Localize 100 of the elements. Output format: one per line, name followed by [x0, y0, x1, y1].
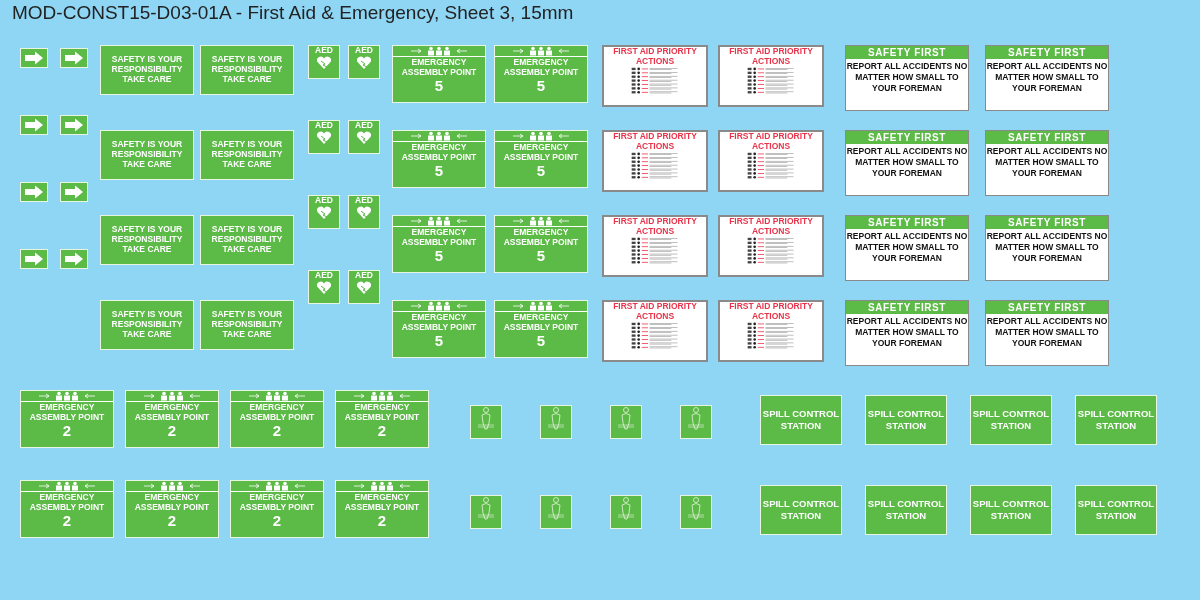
shower-sign — [680, 495, 712, 529]
aed-sign — [308, 195, 340, 229]
assembly-point-number: 2 — [272, 422, 282, 438]
first-aid-board — [602, 45, 708, 107]
assembly-point-sign — [494, 215, 588, 273]
sign-heading: SAFETY FIRST — [846, 46, 968, 59]
assembly-point-number: 5 — [434, 77, 444, 93]
safety-sign — [200, 130, 294, 180]
aed-sign — [308, 45, 340, 79]
safety-sign — [200, 45, 294, 95]
sign-text: EMERGENCY ASSEMBLY POINT — [393, 56, 485, 78]
board-heading: FIRST AID PRIORITY ACTIONS — [728, 302, 814, 322]
shower-sign — [610, 495, 642, 529]
sign-heading: AED — [315, 271, 333, 281]
assembly-point-sign — [392, 45, 486, 103]
sign-text: SAFETY IS YOUR RESPONSIBILITY TAKE CARE — [210, 140, 284, 170]
assembly-point-number: 2 — [167, 422, 177, 438]
shower-sign — [470, 405, 502, 439]
sign-text: SPILL CONTROL STATION — [761, 497, 841, 523]
safety-sign — [100, 215, 194, 265]
spill-station-sign — [760, 485, 842, 535]
sign-text: SPILL CONTROL STATION — [761, 407, 841, 433]
assembly-point-sign — [20, 480, 114, 538]
sign-text: EMERGENCY ASSEMBLY POINT — [495, 56, 587, 78]
assembly-point-number: 5 — [434, 247, 444, 263]
assembly-point-number: 2 — [377, 422, 387, 438]
safety-first-sign — [845, 130, 969, 196]
sign-heading: AED — [355, 271, 373, 281]
board-heading: FIRST AID PRIORITY ACTIONS — [728, 47, 814, 67]
safety-first-sign — [845, 45, 969, 111]
assembly-point-number: 5 — [434, 332, 444, 348]
safety-first-sign — [845, 215, 969, 281]
aed-sign — [348, 195, 380, 229]
sign-text: REPORT ALL ACCIDENTS NO MATTER HOW SMALL TO YOUR FOREMAN — [986, 61, 1108, 95]
sheet-title: MOD-CONST15-D03-01A - First Aid & Emergency, Sheet 3, 15mm — [12, 2, 574, 24]
aed-sign — [348, 270, 380, 304]
safety-first-sign — [985, 215, 1109, 281]
board-heading: FIRST AID PRIORITY ACTIONS — [612, 47, 698, 67]
assembly-point-sign — [230, 390, 324, 448]
sign-text: SAFETY IS YOUR RESPONSIBILITY TAKE CARE — [110, 140, 184, 170]
assembly-point-number: 2 — [272, 512, 282, 528]
assembly-point-sign — [392, 215, 486, 273]
sign-text: SAFETY IS YOUR RESPONSIBILITY TAKE CARE — [110, 310, 184, 340]
assembly-point-number: 2 — [62, 512, 72, 528]
first-aid-board — [602, 300, 708, 362]
sign-heading: AED — [355, 196, 373, 206]
assembly-point-number: 5 — [536, 162, 546, 178]
safety-first-sign — [985, 45, 1109, 111]
first-aid-board — [602, 130, 708, 192]
safety-first-sign — [985, 300, 1109, 366]
sign-text: SAFETY IS YOUR RESPONSIBILITY TAKE CARE — [210, 225, 284, 255]
assembly-point-number: 5 — [536, 247, 546, 263]
sign-text: REPORT ALL ACCIDENTS NO MATTER HOW SMALL TO YOUR FOREMAN — [846, 316, 968, 350]
board-heading: FIRST AID PRIORITY ACTIONS — [728, 132, 814, 152]
spill-station-sign — [1075, 395, 1157, 445]
assembly-point-number: 5 — [536, 77, 546, 93]
sign-text: EMERGENCY ASSEMBLY POINT — [231, 491, 323, 513]
board-heading: FIRST AID PRIORITY ACTIONS — [728, 217, 814, 237]
board-heading: FIRST AID PRIORITY ACTIONS — [612, 217, 698, 237]
sign-text: REPORT ALL ACCIDENTS NO MATTER HOW SMALL TO YOUR FOREMAN — [846, 231, 968, 265]
assembly-point-number: 2 — [167, 512, 177, 528]
sign-text: SAFETY IS YOUR RESPONSIBILITY TAKE CARE — [110, 55, 184, 85]
first-aid-board — [718, 215, 824, 277]
safety-first-sign — [985, 130, 1109, 196]
sign-text: SPILL CONTROL STATION — [971, 497, 1051, 523]
sign-text: REPORT ALL ACCIDENTS NO MATTER HOW SMALL TO YOUR FOREMAN — [846, 61, 968, 95]
sign-text: EMERGENCY ASSEMBLY POINT — [495, 311, 587, 333]
sign-text: EMERGENCY ASSEMBLY POINT — [21, 491, 113, 513]
sign-heading: SAFETY FIRST — [986, 46, 1108, 59]
sign-heading: AED — [315, 196, 333, 206]
spill-station-sign — [1075, 485, 1157, 535]
assembly-point-sign — [20, 390, 114, 448]
aed-sign — [308, 120, 340, 154]
sign-text: EMERGENCY ASSEMBLY POINT — [495, 141, 587, 163]
assembly-point-number: 2 — [377, 512, 387, 528]
sign-heading: SAFETY FIRST — [846, 301, 968, 314]
aed-sign — [308, 270, 340, 304]
sign-heading: AED — [315, 46, 333, 56]
assembly-point-sign — [392, 300, 486, 358]
sign-text: SPILL CONTROL STATION — [866, 497, 946, 523]
assembly-point-sign — [125, 390, 219, 448]
board-heading: FIRST AID PRIORITY ACTIONS — [612, 302, 698, 322]
shower-sign — [540, 495, 572, 529]
sign-text: REPORT ALL ACCIDENTS NO MATTER HOW SMALL TO YOUR FOREMAN — [846, 146, 968, 180]
assembly-point-sign — [494, 300, 588, 358]
sign-text: SPILL CONTROL STATION — [866, 407, 946, 433]
safety-sign — [200, 300, 294, 350]
spill-station-sign — [970, 395, 1052, 445]
sign-heading: SAFETY FIRST — [846, 216, 968, 229]
spill-station-sign — [865, 395, 947, 445]
sign-text: REPORT ALL ACCIDENTS NO MATTER HOW SMALL TO YOUR FOREMAN — [986, 316, 1108, 350]
shower-sign — [610, 405, 642, 439]
sign-heading: SAFETY FIRST — [846, 131, 968, 144]
sign-text: REPORT ALL ACCIDENTS NO MATTER HOW SMALL TO YOUR FOREMAN — [986, 146, 1108, 180]
sign-text: EMERGENCY ASSEMBLY POINT — [21, 401, 113, 423]
sign-heading: SAFETY FIRST — [986, 301, 1108, 314]
sign-text: SPILL CONTROL STATION — [1076, 407, 1156, 433]
safety-sign — [100, 130, 194, 180]
sign-text: SAFETY IS YOUR RESPONSIBILITY TAKE CARE — [110, 225, 184, 255]
shower-sign — [470, 495, 502, 529]
